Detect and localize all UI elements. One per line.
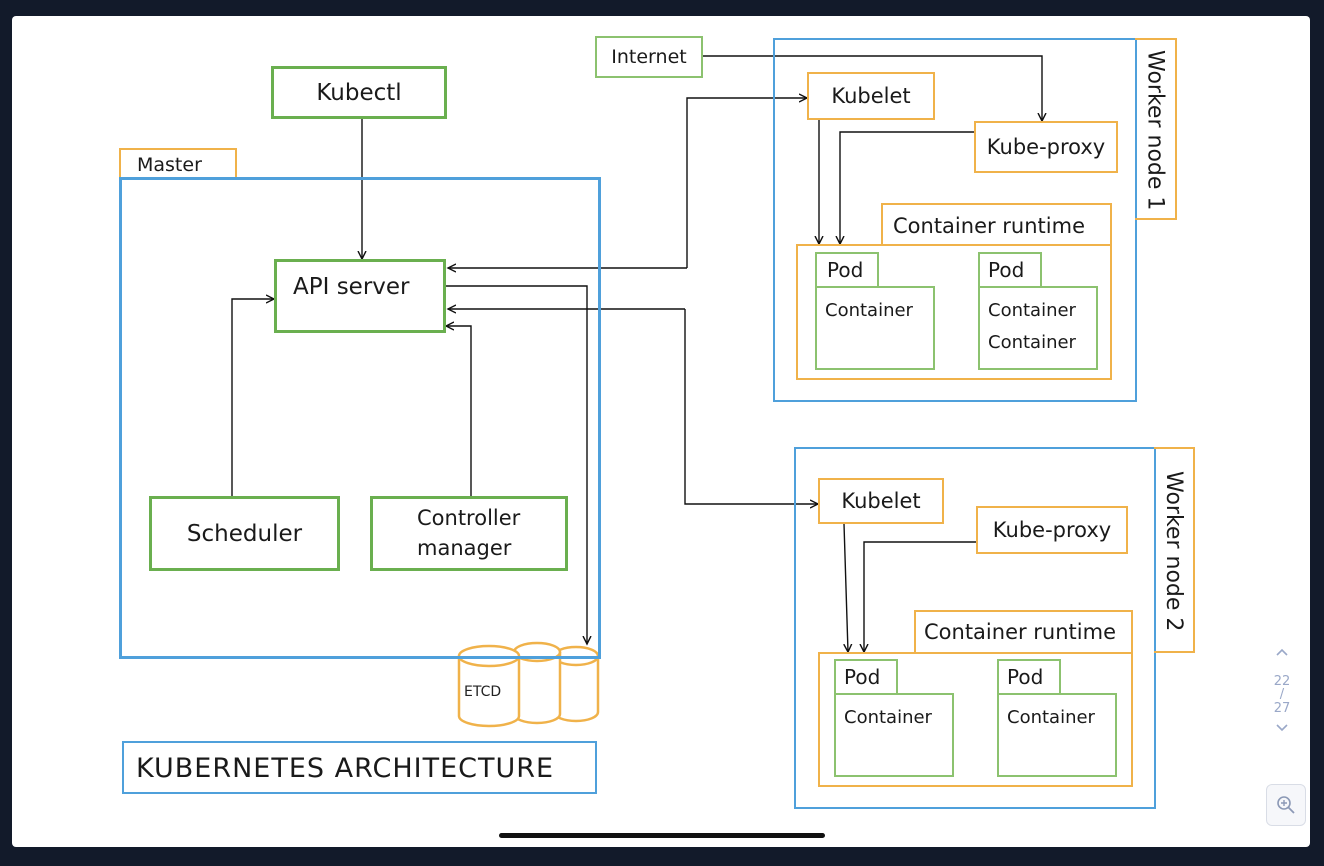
api-server-box: API server (274, 259, 446, 333)
controller-manager-box: Controller manager (370, 496, 568, 571)
arrow-kubelet2-pods (844, 523, 848, 652)
container-2-1-1: Container (844, 707, 932, 728)
pod-2-1-tab: Pod (834, 659, 898, 695)
pod-1-2-tab: Pod (978, 252, 1042, 288)
pod-2-1: Container (834, 693, 954, 777)
slide: Internet Kubectl Master API server Sched… (12, 16, 1310, 847)
worker-node-1-tab: Worker node 1 (1135, 38, 1177, 220)
container-runtime-1-label: Container runtime (893, 214, 1085, 238)
page-total: 27 (1273, 701, 1291, 716)
container-runtime-1 (796, 244, 1112, 380)
api-server-label: API server (293, 274, 410, 300)
kubelet-2-label: Kubelet (841, 489, 921, 513)
arrow-scheduler-api (231, 299, 274, 496)
pod-1-2-label: Pod (988, 258, 1025, 282)
worker-node-1 (773, 38, 1137, 402)
internet-box: Internet (595, 36, 703, 78)
kubectl-box: Kubectl (271, 66, 447, 119)
arrow-kubeproxy2-pods (864, 541, 976, 652)
controller-manager-label-1: Controller (417, 506, 521, 530)
master-node (119, 177, 601, 659)
master-label: Master (137, 154, 202, 176)
scheduler-box: Scheduler (149, 496, 340, 571)
kube-proxy-2-box: Kube-proxy (976, 506, 1128, 554)
kubectl-label: Kubectl (316, 79, 402, 106)
internet-label: Internet (611, 46, 687, 68)
arrow-api-kubelet1 (686, 98, 807, 268)
container-1-2-1: Container (988, 300, 1076, 321)
worker-node-2-tab: Worker node 2 (1154, 447, 1195, 653)
etcd-label: ETCD (464, 684, 502, 700)
scheduler-label: Scheduler (186, 520, 303, 547)
home-indicator (499, 833, 825, 838)
kube-proxy-1-box: Kube-proxy (974, 121, 1118, 173)
arrow-internet-kubeproxy1 (702, 55, 1042, 121)
page-navigator: 22 / 27 (1262, 640, 1302, 770)
zoom-in-icon (1277, 796, 1295, 814)
container-runtime-1-tab: Container runtime (881, 203, 1112, 245)
page-separator: / (1279, 687, 1285, 702)
pod-1-1-label: Pod (827, 258, 864, 282)
container-1-2-2: Container (988, 332, 1076, 353)
page-title: KUBERNETES ARCHITECTURE (136, 753, 555, 784)
container-runtime-2-label: Container runtime (924, 620, 1116, 644)
arrow-controller-api (446, 326, 472, 496)
page-current: 22 (1273, 674, 1291, 689)
pod-2-2-tab: Pod (997, 659, 1061, 695)
container-runtime-2 (818, 652, 1133, 787)
pod-2-2-label: Pod (1007, 665, 1044, 689)
arrow-api-kubelet2 (684, 309, 818, 504)
pod-2-1-label: Pod (844, 665, 881, 689)
pod-1-1: Container (815, 286, 935, 370)
kubelet-1-box: Kubelet (807, 72, 935, 120)
container-runtime-2-tab: Container runtime (914, 610, 1133, 653)
worker-node-2-label: Worker node 2 (1161, 470, 1186, 632)
pod-1-2: Container Container (978, 286, 1098, 370)
kube-proxy-1-label: Kube-proxy (986, 135, 1106, 159)
worker-node-2 (794, 447, 1156, 809)
pod-2-2: Container (997, 693, 1117, 777)
worker-node-1-label: Worker node 1 (1142, 49, 1168, 211)
arrow-api-etcd (446, 285, 587, 644)
chevron-up-icon[interactable] (1262, 640, 1302, 668)
master-tab: Master (119, 148, 237, 180)
container-1-1-1: Container (825, 300, 913, 321)
container-2-2-1: Container (1007, 707, 1095, 728)
chevron-down-icon[interactable] (1262, 716, 1302, 744)
pod-1-1-tab: Pod (815, 252, 879, 288)
kubelet-1-label: Kubelet (831, 84, 911, 108)
arrow-kubeproxy1-pods (840, 131, 974, 244)
title-box: KUBERNETES ARCHITECTURE (122, 741, 597, 794)
zoom-in-button[interactable] (1266, 784, 1306, 826)
kube-proxy-2-label: Kube-proxy (992, 518, 1112, 542)
kubelet-2-box: Kubelet (818, 478, 944, 524)
controller-manager-label-2: manager (417, 536, 512, 560)
